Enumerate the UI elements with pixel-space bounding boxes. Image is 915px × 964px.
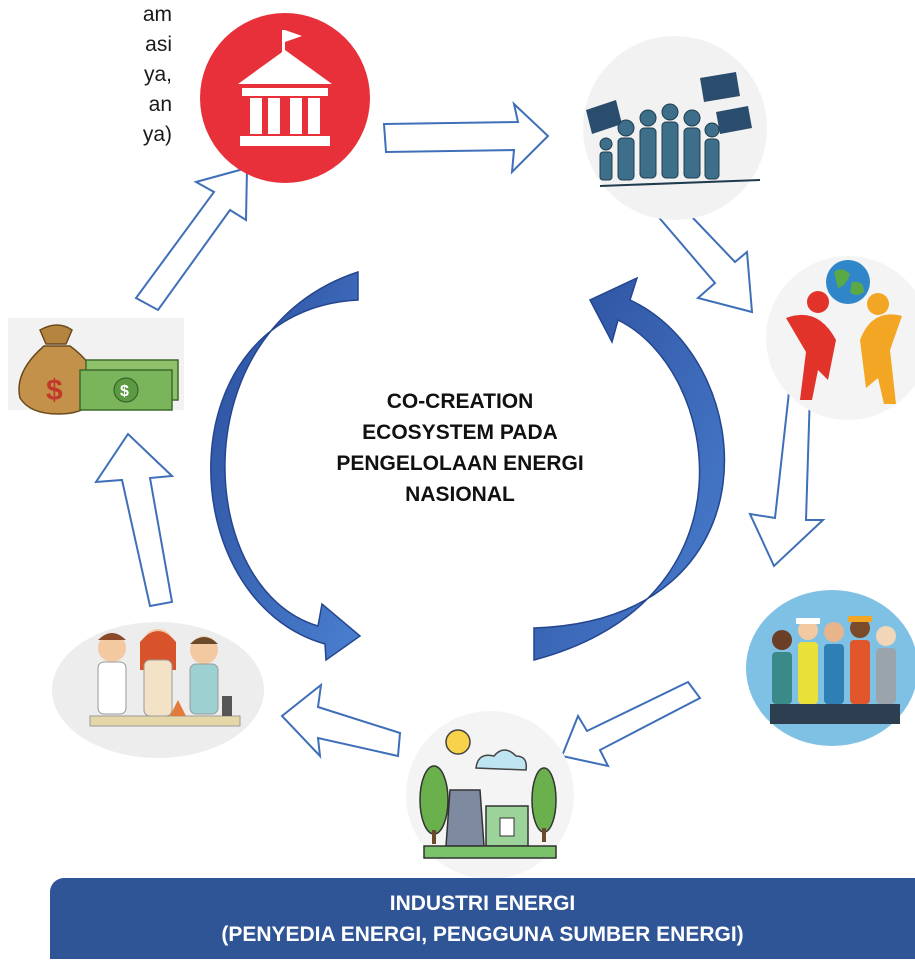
arrow-funding-to-gov: [134, 166, 249, 312]
left-curved-arrow: [210, 270, 362, 662]
arrow-research-to-funding: [94, 432, 175, 608]
power-plant-icon: [419, 729, 557, 859]
community-solar-node: [583, 36, 767, 220]
banner-line-2: (PENYEDIA ENERGI, PENGGUNA SUMBER ENERGI…: [221, 922, 744, 946]
people-globe-node: [766, 256, 915, 420]
center-title: CO-CREATION ECOSYSTEM PADA PENGELOLAAN E…: [300, 386, 620, 510]
government-node: [200, 13, 370, 183]
people-figures-icon: [786, 291, 902, 404]
intro-paragraph-fragment: am asi ya, an ya): [0, 0, 172, 150]
intro-line: ya,: [143, 63, 172, 86]
money-bag-icon: $: [18, 324, 98, 415]
research-node: [52, 622, 264, 758]
arrow-gov-to-community: [382, 101, 550, 175]
intro-line: asi: [145, 33, 172, 56]
crowd-icon: [599, 103, 720, 181]
solar-panel-icon: [586, 72, 752, 134]
globe-icon: [826, 260, 870, 304]
right-curved-arrow: [533, 276, 726, 661]
intro-line: ya): [142, 123, 172, 146]
center-cycle-arrows: [210, 270, 726, 662]
banknote-icon: $: [79, 359, 179, 411]
industry-banner: INDUSTRI ENERGI (PENYEDIA ENERGI, PENGGU…: [50, 878, 915, 959]
banknote-dollar: $: [120, 383, 129, 400]
industry-node: [406, 711, 574, 879]
workers-node: [746, 590, 915, 746]
center-title-line: CO-CREATION: [386, 390, 534, 413]
money-bag-dollar: $: [46, 374, 63, 407]
center-title-line: NASIONAL: [405, 483, 515, 506]
arrow-people-to-workers: [748, 391, 826, 568]
scientists-icon: [89, 629, 241, 727]
intro-line: am: [142, 3, 172, 26]
intro-line: an: [148, 93, 172, 116]
arrow-workers-to-industry: [560, 680, 702, 768]
outline-arrows: [94, 101, 826, 768]
center-title-line: ECOSYSTEM PADA: [362, 421, 558, 444]
arrow-community-to-people: [654, 194, 754, 314]
workers-group-icon: [770, 616, 900, 724]
banner-line-1: INDUSTRI ENERGI: [389, 891, 576, 915]
center-title-line: PENGELOLAAN ENERGI: [336, 452, 584, 475]
arrow-industry-to-research: [280, 682, 402, 759]
government-building-icon: [238, 30, 332, 146]
funding-node: $ $: [8, 318, 184, 415]
